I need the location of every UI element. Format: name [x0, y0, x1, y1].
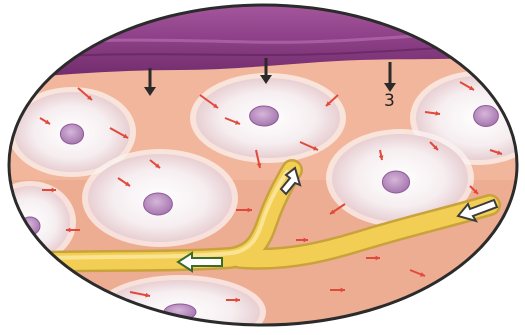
cell-nucleus	[474, 106, 499, 127]
cell	[190, 73, 346, 163]
cell-nucleus	[250, 106, 279, 126]
cell-nucleus	[144, 193, 173, 215]
diffusion-arrow	[506, 250, 516, 256]
vessel-marker-label: 3	[384, 91, 395, 111]
diffusion-arrow-shaft	[506, 250, 516, 256]
cell-nucleus	[382, 171, 409, 193]
diffusion-arrow-head	[511, 252, 516, 256]
cell-nucleus	[60, 124, 83, 144]
cell	[82, 149, 238, 247]
